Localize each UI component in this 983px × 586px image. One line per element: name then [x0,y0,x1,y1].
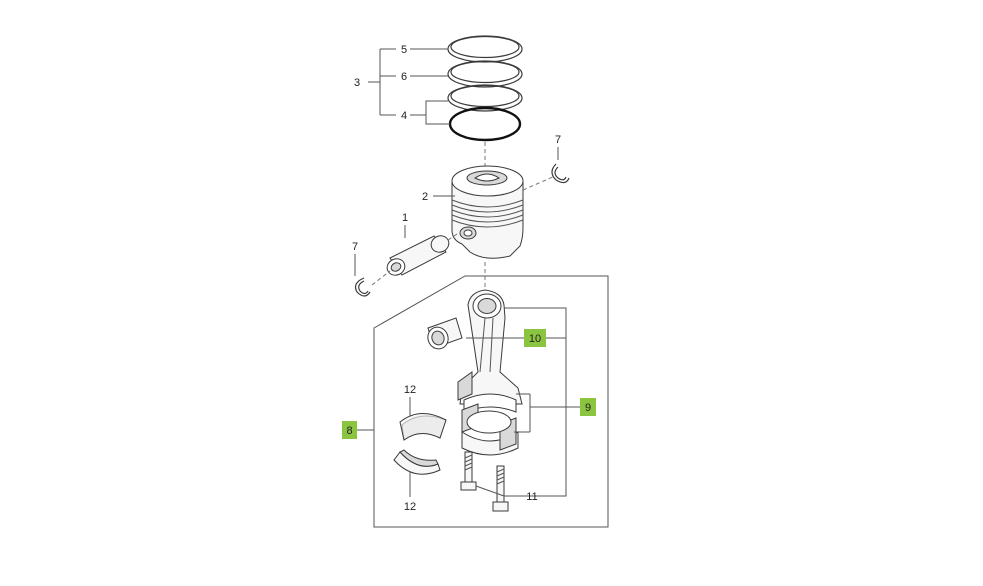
leader-3-bracket [368,48,396,116]
ring-5[interactable] [447,35,523,63]
leader-9-bracket [504,307,580,497]
ring-6[interactable] [447,60,523,88]
callout-12-top[interactable]: 12 [404,384,416,396]
piston-pin[interactable] [384,233,451,278]
callout-4[interactable]: 4 [401,110,407,122]
callout-3[interactable]: 3 [354,77,360,89]
bearing-shell-upper[interactable] [399,413,447,441]
callout-1[interactable]: 1 [402,212,408,224]
ring-4-lower[interactable] [448,106,522,142]
piston[interactable] [451,165,524,259]
callout-12-bottom[interactable]: 12 [404,501,416,513]
rod-bolt-left[interactable] [460,451,477,491]
callout-8[interactable]: 8 [346,425,352,437]
rod-assembly-frame [373,275,609,528]
callout-10-highlight [524,329,546,347]
leader-4 [410,100,450,125]
leader-11 [475,485,518,497]
rod-bolt-right[interactable] [492,465,509,512]
callout-7-right[interactable]: 7 [555,134,561,146]
snap-ring-left[interactable] [354,277,371,297]
pin-axis-right [447,231,461,241]
callout-11[interactable]: 11 [526,491,537,503]
callout-6[interactable]: 6 [401,71,407,83]
snap-ring-right[interactable] [551,163,570,184]
callout-7-left[interactable]: 7 [352,241,358,253]
bearing-shell-lower[interactable] [393,449,441,475]
ring-4-upper[interactable] [447,84,523,112]
callout-2[interactable]: 2 [422,191,428,203]
leader-9-caps [514,393,531,433]
callout-10[interactable]: 10 [529,333,541,345]
callout-8-highlight [342,421,357,439]
callout-9-highlight [580,398,596,416]
small-end-bushing[interactable] [425,317,463,352]
connecting-rod[interactable] [457,289,523,456]
right-clip-axis [522,175,556,191]
callout-9[interactable]: 9 [585,402,591,414]
pin-axis [371,270,391,286]
callout-5[interactable]: 5 [401,44,407,56]
